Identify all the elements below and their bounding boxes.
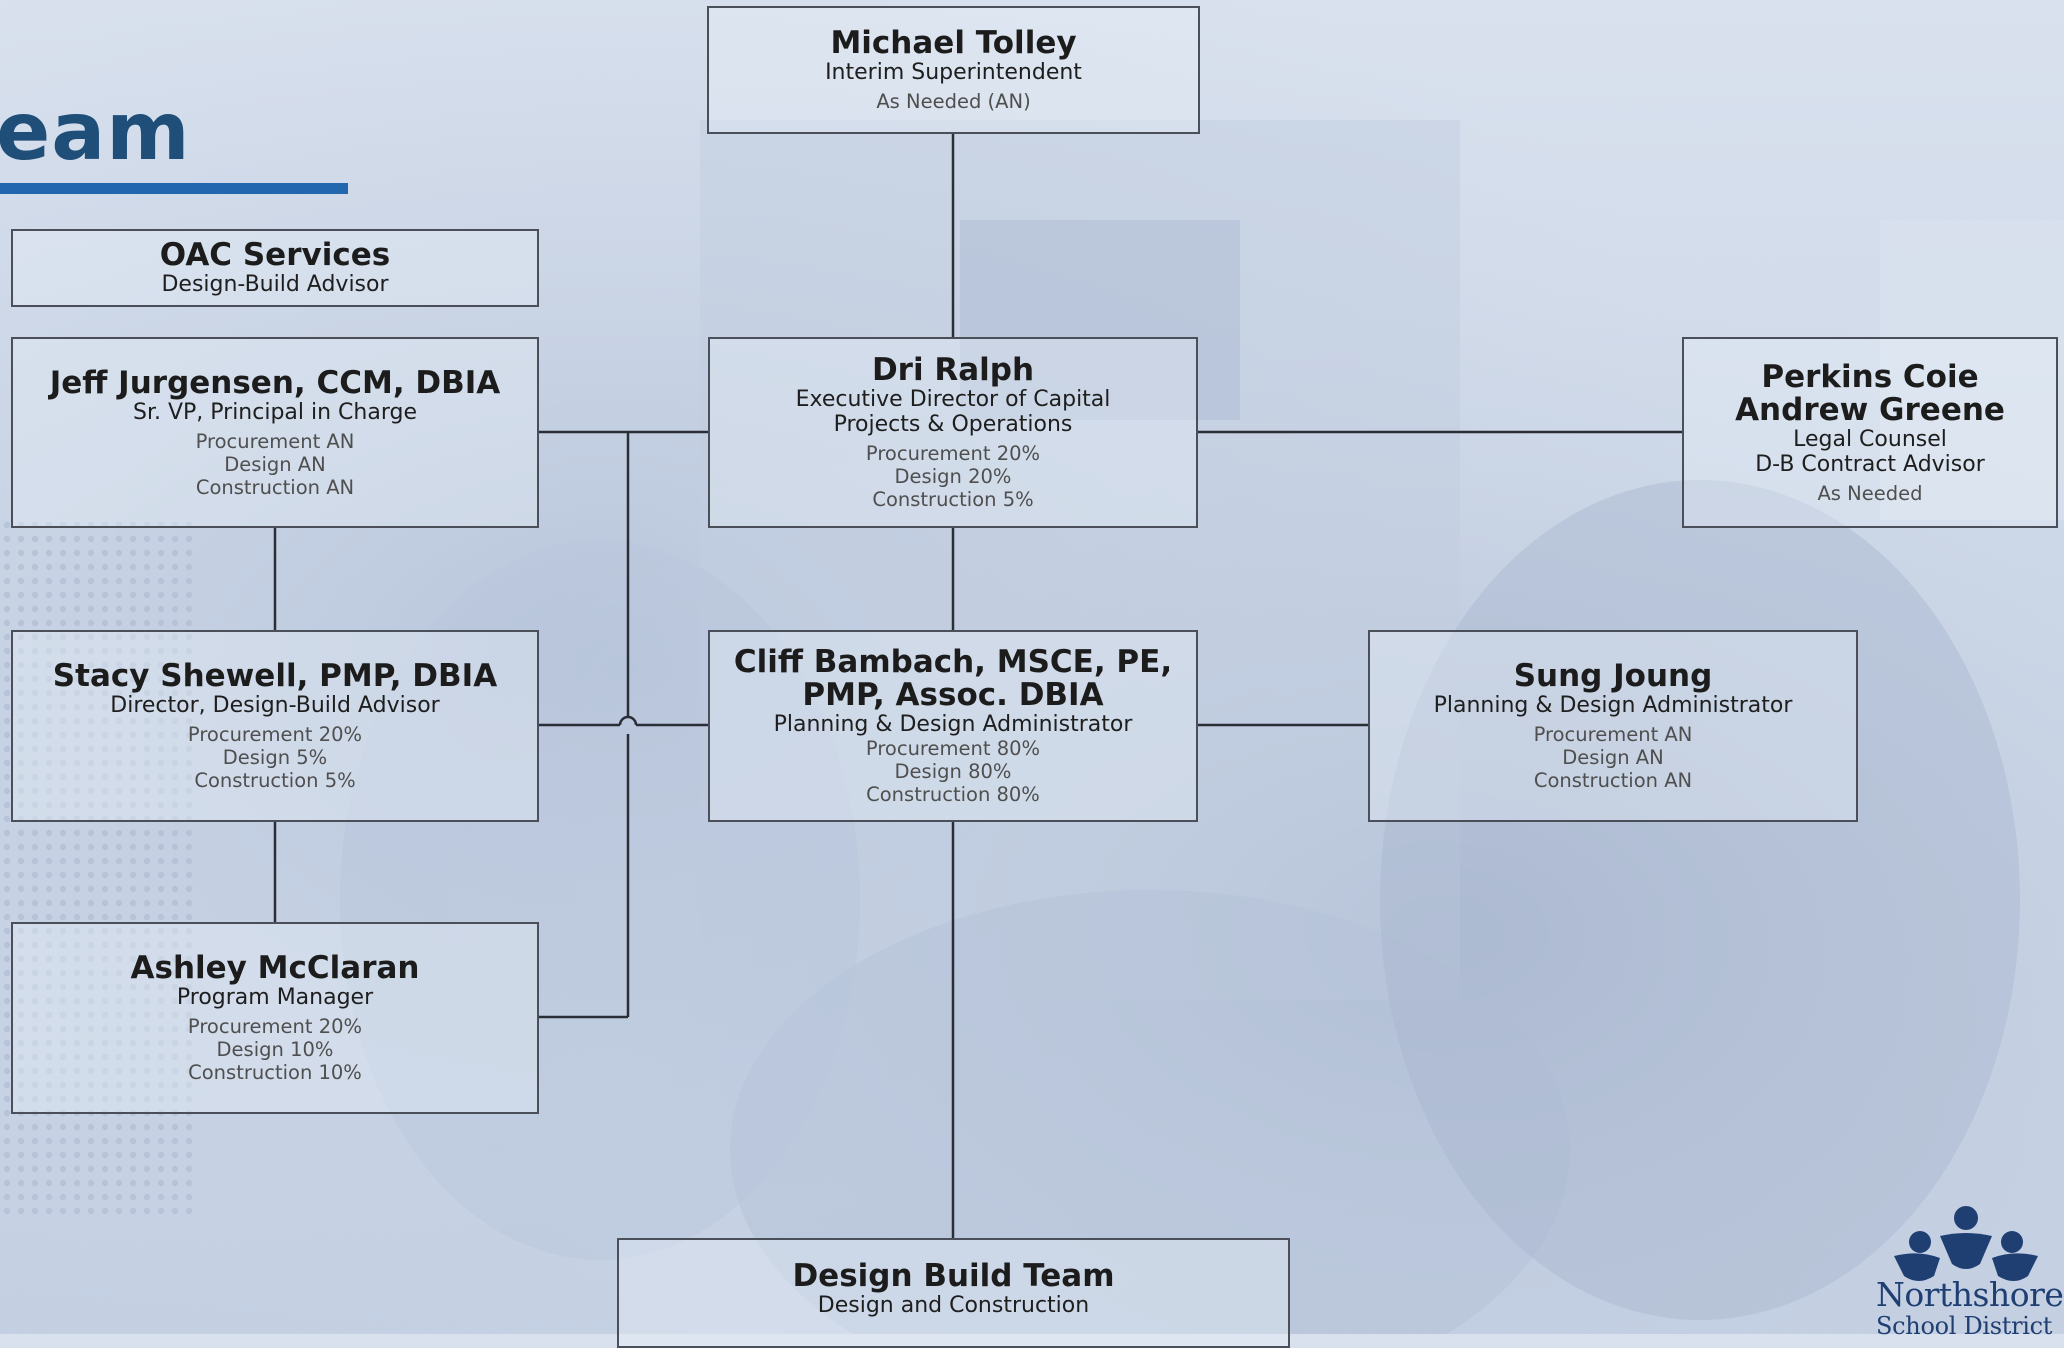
node-role: Design and Construction (817, 1293, 1090, 1318)
allocation-line: Construction 5% (872, 488, 1034, 511)
allocation-line: Procurement 80% (865, 737, 1041, 760)
page-title: eam (0, 85, 191, 178)
node-allocation: Procurement 20% Design 5% Construction 5… (188, 723, 362, 792)
allocation-line: Design 20% (894, 465, 1012, 488)
node-role: Legal Counsel D-B Contract Advisor (1755, 426, 1985, 477)
node-perkins-coie: Perkins Coie Andrew Greene Legal Counsel… (1682, 337, 2058, 528)
node-role: Design-Build Advisor (161, 272, 389, 297)
allocation-line: Construction AN (195, 475, 355, 499)
node-name: Michael Tolley (830, 25, 1077, 61)
allocation-line: Procurement 20% (187, 723, 363, 746)
node-dri-ralph: Dri Ralph Executive Director of Capital … (708, 337, 1198, 528)
allocation-line: As Needed (AN) (876, 90, 1031, 113)
allocation-line: Procurement 20% (187, 1015, 363, 1038)
northshore-logo-text: Northshore School District (1876, 1278, 2064, 1338)
allocation-line: Construction 10% (188, 1061, 362, 1084)
node-role: Director, Design-Build Advisor (110, 693, 440, 718)
node-name: Ashley McClaran (130, 950, 420, 986)
allocation-line: Design 5% (222, 746, 328, 769)
allocation-line: Design AN (224, 452, 326, 476)
node-allocation: Procurement 20% Design 10% Construction … (188, 1015, 362, 1084)
northshore-people-icon (1894, 1206, 2038, 1281)
node-allocation: Procurement AN Design AN Construction AN (1534, 723, 1693, 792)
allocation-line: Procurement AN (195, 429, 355, 453)
node-name: Sung Joung (1513, 658, 1713, 694)
node-role: Sr. VP, Principal in Charge (132, 399, 417, 425)
node-role: Executive Director of Capital Projects &… (795, 387, 1111, 437)
node-name: Perkins Coie Andrew Greene (1735, 358, 2005, 428)
node-allocation: Procurement AN Design AN Construction AN (196, 430, 355, 499)
node-allocation: Procurement 20% Design 20% Construction … (866, 442, 1040, 511)
node-role: Program Manager (176, 985, 374, 1010)
node-role: Planning & Design Administrator (1433, 693, 1793, 718)
node-name: Jeff Jurgensen, CCM, DBIA (49, 364, 501, 401)
node-name: Dri Ralph (871, 352, 1035, 388)
allocation-line: Procurement 20% (865, 442, 1041, 465)
allocation-line: As Needed (1817, 481, 1923, 505)
node-name: Stacy Shewell, PMP, DBIA (52, 658, 498, 694)
node-michael-tolley: Michael Tolley Interim Superintendent As… (707, 6, 1200, 134)
node-allocation: Procurement 80% Design 80% Construction … (866, 737, 1040, 806)
allocation-line: Design 10% (216, 1038, 334, 1061)
node-design-build-team: Design Build Team Design and Constructio… (617, 1238, 1290, 1348)
allocation-line: Construction 80% (866, 783, 1040, 806)
node-role: Planning & Design Administrator (773, 712, 1133, 737)
allocation-line: Procurement AN (1533, 723, 1693, 746)
node-stacy-shewell: Stacy Shewell, PMP, DBIA Director, Desig… (11, 630, 539, 822)
node-name: Cliff Bambach, MSCE, PE, PMP, Assoc. DBI… (733, 644, 1173, 713)
allocation-line: Design 80% (894, 760, 1012, 783)
node-jeff-jurgensen: Jeff Jurgensen, CCM, DBIA Sr. VP, Princi… (11, 337, 539, 528)
node-allocation: As Needed (AN) (876, 90, 1030, 113)
allocation-line: Construction 5% (194, 769, 356, 792)
node-cliff-bambach: Cliff Bambach, MSCE, PE, PMP, Assoc. DBI… (708, 630, 1198, 822)
node-oac-services: OAC Services Design-Build Advisor (11, 229, 539, 307)
node-name: OAC Services (159, 237, 391, 273)
node-role: Interim Superintendent (825, 60, 1082, 85)
allocation-line: Construction AN (1533, 769, 1693, 792)
logo-line-1: Northshore (1876, 1275, 2064, 1314)
title-underline (0, 183, 348, 194)
logo-line-2: School District (1876, 1312, 2053, 1340)
node-name: Design Build Team (792, 1258, 1115, 1294)
node-ashley-mcclaran: Ashley McClaran Program Manager Procurem… (11, 922, 539, 1114)
node-sung-joung: Sung Joung Planning & Design Administrat… (1368, 630, 1858, 822)
node-allocation: As Needed (1817, 482, 1922, 505)
allocation-line: Design AN (1562, 746, 1664, 769)
